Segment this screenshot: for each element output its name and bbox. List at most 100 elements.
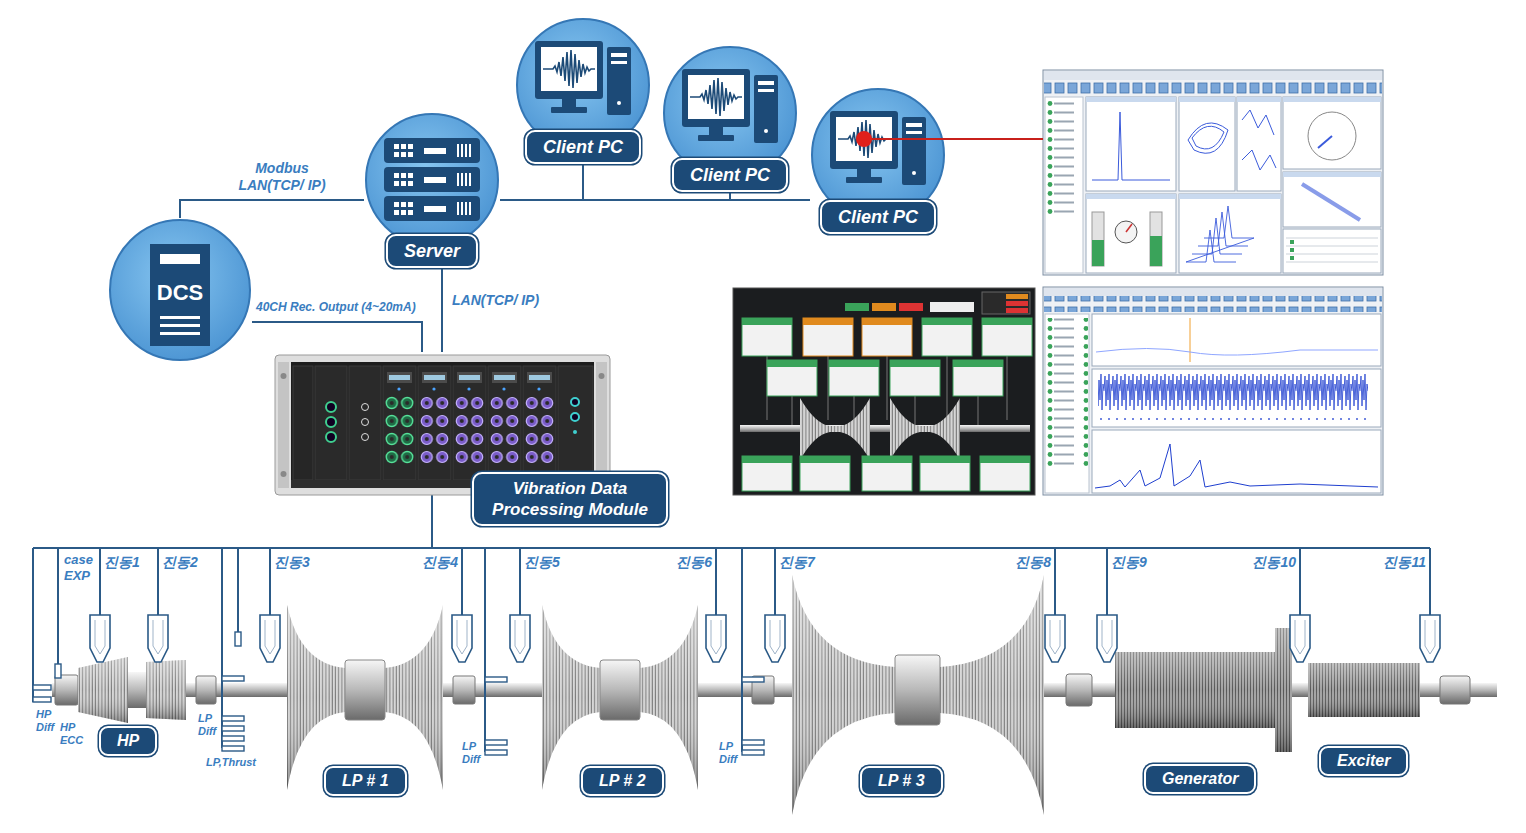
monitor-screenshot [742, 318, 792, 356]
turbine-train [792, 575, 1044, 815]
software-screenshot [1044, 288, 1382, 296]
sensor-probe [485, 750, 507, 755]
processing-module [419, 394, 450, 466]
sensor-probe [222, 746, 244, 751]
machine-tag: LP # 1 [324, 766, 407, 796]
software-screenshot [1044, 71, 1382, 80]
processing-module [326, 417, 336, 427]
processing-module [459, 375, 480, 380]
processing-module [362, 434, 369, 441]
sensor-probe [485, 677, 507, 682]
processing-module [349, 366, 381, 480]
monitor-screenshot [742, 456, 1030, 491]
processing-module [571, 413, 579, 421]
monitor-screenshot [953, 360, 1003, 367]
processing-module [489, 394, 520, 466]
sensor-probe [742, 677, 764, 682]
sensor-probe [1290, 615, 1310, 662]
sensor-probe [33, 615, 1440, 755]
sensor-probe [1045, 615, 1065, 662]
processing-module [492, 372, 517, 383]
dcs [160, 332, 200, 335]
connector [500, 165, 583, 200]
processing-module [454, 394, 485, 466]
processing-module [527, 372, 552, 383]
sensor-probe [510, 615, 530, 662]
monitor-screenshot [803, 318, 853, 356]
client-pc [682, 69, 778, 143]
client-pc [535, 41, 631, 115]
software-screenshot [1190, 318, 1191, 362]
processing-module [596, 362, 607, 488]
monitor-screenshot [767, 360, 817, 396]
node-label: Client PC [820, 200, 936, 234]
channel-label: 진동7 [779, 554, 815, 571]
turbine-train [1115, 652, 1275, 728]
sensor-label: case EXP [64, 552, 98, 583]
node-label: Client PC [672, 158, 788, 192]
software-screenshot [1179, 97, 1235, 102]
channel-label: 진동1 [104, 554, 140, 571]
connector [441, 268, 443, 352]
sensor-probe [90, 615, 110, 662]
processing-module [488, 366, 521, 480]
dcs [160, 254, 200, 264]
software-screenshot [1046, 318, 1088, 468]
client-pc: Client PC [810, 87, 946, 235]
sensor-probe [222, 736, 244, 741]
turbine-train [196, 676, 216, 704]
monitor-screenshot [800, 456, 850, 463]
channel-label: 진동4 [422, 554, 458, 571]
server: Server [364, 112, 500, 268]
client-pc [830, 111, 926, 185]
machine-tag: Generator [1144, 764, 1256, 794]
processing-module [326, 402, 336, 412]
turbine-train [600, 660, 640, 720]
channel-label: 진동2 [162, 554, 198, 571]
software-screenshot [1188, 123, 1228, 153]
processing-module [326, 432, 336, 442]
sensor-probe [452, 615, 472, 662]
software-screenshot [1290, 242, 1294, 258]
monitor-screenshot [982, 318, 1032, 356]
turbine-train [453, 676, 475, 704]
server [384, 138, 480, 221]
connector [180, 200, 364, 218]
software-screenshot [1092, 112, 1170, 180]
turbine-train [1115, 652, 1275, 728]
software-screenshot [1086, 194, 1176, 199]
sensor-probe [742, 740, 764, 745]
processing-module [457, 372, 482, 383]
software-screenshot [1046, 100, 1082, 218]
connector [500, 199, 810, 201]
server [366, 114, 498, 246]
turbine-train [287, 605, 443, 790]
software-screenshot [1318, 136, 1332, 148]
processing-module [383, 366, 416, 480]
software-screenshot [1283, 172, 1381, 227]
software-screenshot [1086, 194, 1176, 273]
monitor-screenshot [800, 398, 870, 460]
software-screenshot [1126, 224, 1132, 232]
software-screenshot [1086, 97, 1176, 102]
monitor-screenshot [829, 360, 879, 396]
software-screenshot [1115, 221, 1137, 243]
turbine-train [1308, 663, 1420, 717]
software-screenshot [1302, 184, 1360, 220]
turbine-train [792, 575, 1044, 815]
node-label: LP # 2 [599, 772, 646, 789]
turbine-train [78, 657, 128, 723]
turbine-train [55, 675, 78, 705]
software-screenshot [1179, 194, 1281, 199]
processing-module [389, 375, 410, 380]
software-screenshot [1092, 430, 1381, 493]
node-label: Generator [1162, 770, 1238, 787]
software-screenshot [1150, 212, 1162, 266]
software-screenshot [1308, 112, 1356, 160]
sensor-probe [485, 740, 507, 745]
connection-label: Modbus LAN(TCP/ IP) [222, 160, 342, 194]
sensor-label: HP ECC [60, 721, 87, 747]
sensor-probe [765, 615, 785, 662]
monitor-screenshot [930, 302, 974, 312]
